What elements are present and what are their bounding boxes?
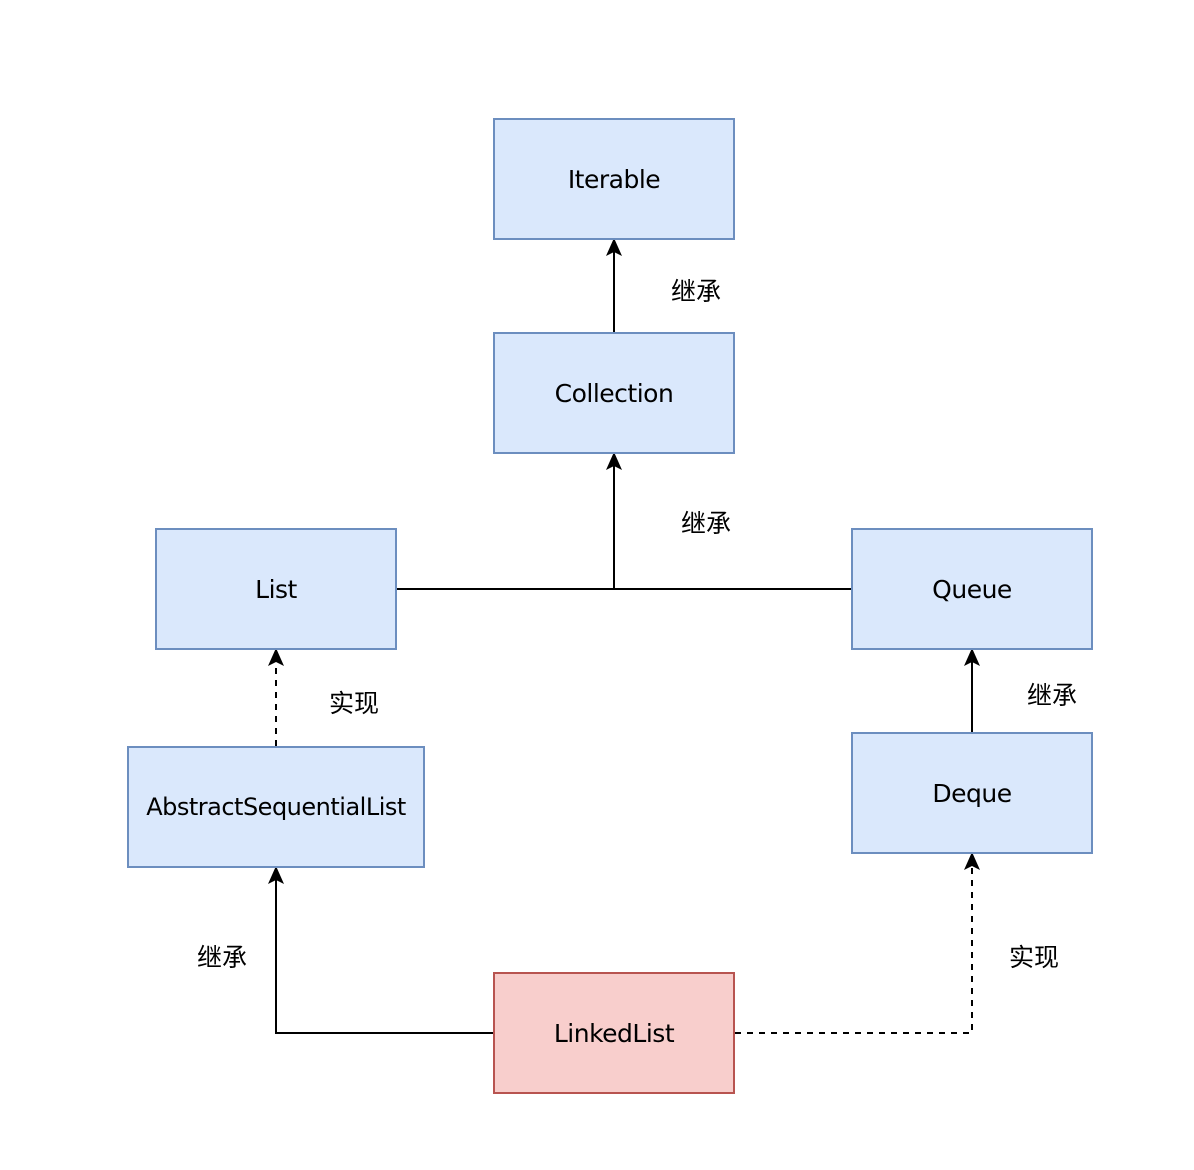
edge-list-queue-to-collection <box>397 458 852 590</box>
arrowhead-deque-icon <box>964 852 980 870</box>
edge-label-linkedlist-abstract: 继承 <box>197 943 248 972</box>
edge-label-linkedlist-deque: 实现 <box>1009 943 1060 972</box>
edge-label-collection-iterable: 继承 <box>671 277 722 306</box>
node-iterable-label: Iterable <box>567 164 661 194</box>
edge-linkedlist-to-deque <box>735 860 973 1034</box>
arrowhead-list-icon <box>268 648 284 666</box>
edge-label-abstract-list: 实现 <box>329 689 380 718</box>
node-linked-list[interactable]: LinkedList <box>493 972 735 1094</box>
node-collection[interactable]: Collection <box>493 332 735 454</box>
node-queue[interactable]: Queue <box>851 528 1093 650</box>
node-list[interactable]: List <box>155 528 397 650</box>
arrowhead-iterable-icon <box>606 238 622 256</box>
node-linked-list-label: LinkedList <box>553 1018 675 1048</box>
node-abstract-sequential-list[interactable]: AbstractSequentialList <box>127 746 425 868</box>
arrowhead-queue-icon <box>964 648 980 666</box>
node-queue-label: Queue <box>932 574 1012 604</box>
node-list-label: List <box>255 574 297 604</box>
node-collection-label: Collection <box>554 378 674 408</box>
node-iterable[interactable]: Iterable <box>493 118 735 240</box>
edge-label-deque-queue: 继承 <box>1027 681 1078 710</box>
edge-linkedlist-to-abstract <box>275 874 494 1034</box>
node-deque[interactable]: Deque <box>851 732 1093 854</box>
node-deque-label: Deque <box>932 778 1012 808</box>
arrowhead-abstract-icon <box>268 866 284 884</box>
node-abstract-sequential-list-label: AbstractSequentialList <box>146 793 406 821</box>
arrowhead-collection-icon <box>606 452 622 470</box>
edge-label-list-queue-collection: 继承 <box>681 509 732 538</box>
